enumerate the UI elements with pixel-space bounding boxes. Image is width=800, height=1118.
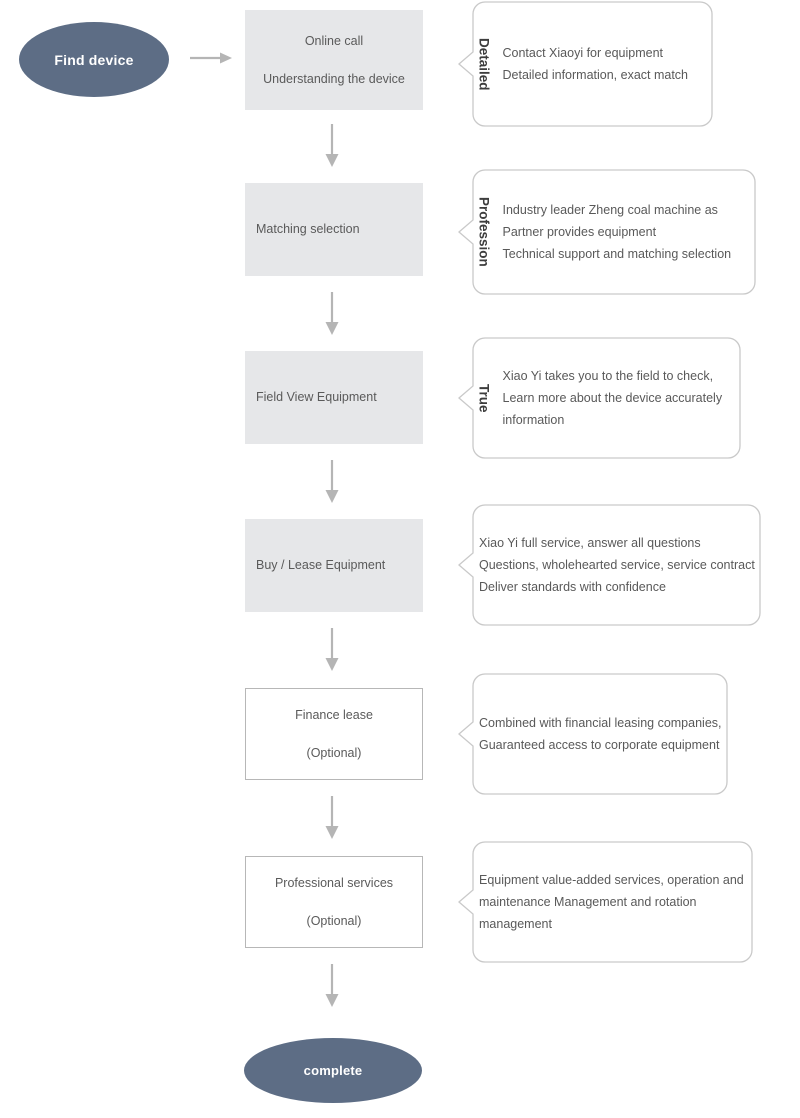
callout-text-line: Learn more about the device accurately: [502, 390, 723, 405]
callout-text-line: Questions, wholehearted service, service…: [479, 557, 755, 572]
callout-text-line: Detailed information, exact match: [502, 68, 689, 82]
process-box-field-view-equipment[interactable]: Field View Equipment: [245, 351, 423, 444]
callout-text-line: Deliver standards with confidence: [479, 580, 666, 595]
callout-professional-services[interactable]: Equipment value-added services, operatio…: [458, 841, 753, 963]
callout-detailed[interactable]: Detailed Contact Xiaoyi for equipment De…: [458, 1, 713, 127]
arrow-down-icon: [320, 628, 344, 673]
callout-text-line: Xiao Yi takes you to the field to check,: [502, 368, 714, 383]
process-box-line-1: Buy / Lease Equipment: [256, 558, 386, 573]
callout-vertical-label: Profession: [476, 197, 492, 267]
callout-text: Combined with financial leasing companie…: [479, 712, 727, 757]
process-box-matching-selection[interactable]: Matching selection: [245, 183, 423, 276]
process-box-finance-lease[interactable]: Finance lease (Optional): [245, 688, 423, 780]
callout-text-line: Partner provides equipment: [502, 224, 657, 239]
process-box-line-1: Field View Equipment: [256, 390, 377, 405]
arrow-down-icon: [320, 460, 344, 505]
callout-finance-lease[interactable]: Combined with financial leasing companie…: [458, 673, 728, 795]
callout-text: Equipment value-added services, operatio…: [479, 869, 752, 936]
callout-text-line: Equipment value-added services, operatio…: [479, 872, 744, 887]
callout-text: Xiao Yi takes you to the field to check,…: [503, 365, 741, 432]
callout-text-line: Contact Xiaoyi for equipment: [502, 45, 664, 60]
arrow-down-icon: [320, 292, 344, 337]
process-box-online-call[interactable]: Online call Understanding the device: [245, 10, 423, 110]
arrow-down-icon: [320, 964, 344, 1009]
callout-buy-lease[interactable]: Xiao Yi full service, answer all questio…: [458, 504, 761, 626]
callout-text: Industry leader Zheng coal machine as Pa…: [503, 199, 756, 266]
callout-text-line: maintenance Management and rotation: [479, 894, 697, 909]
start-terminator[interactable]: Find device: [19, 22, 169, 97]
callout-text-line: management: [479, 917, 552, 932]
end-terminator[interactable]: complete: [244, 1038, 422, 1103]
callout-vertical-label: Detailed: [476, 37, 492, 91]
arrow-right-icon: [190, 50, 234, 66]
callout-text-line: Xiao Yi full service, answer all questio…: [479, 535, 701, 550]
process-box-line-1: Matching selection: [256, 222, 360, 237]
process-box-professional-services[interactable]: Professional services (Optional): [245, 856, 423, 948]
callout-text: Contact Xiaoyi for equipment Detailed in…: [503, 42, 713, 87]
process-box-line-2: Understanding the device: [263, 72, 405, 86]
callout-text-line: information: [502, 413, 565, 428]
end-terminator-label: complete: [303, 1063, 363, 1078]
arrow-down-icon: [320, 796, 344, 841]
callout-text: Xiao Yi full service, answer all questio…: [479, 532, 760, 599]
callout-vertical-label: True: [476, 383, 492, 413]
callout-text-line: Technical support and matching selection: [502, 247, 732, 262]
callout-text-line: Industry leader Zheng coal machine as: [502, 202, 718, 217]
process-box-line-2: (Optional): [306, 914, 362, 928]
process-box-line-2: (Optional): [306, 746, 362, 760]
callout-profession[interactable]: Profession Industry leader Zheng coal ma…: [458, 169, 756, 295]
callout-text-line: Guaranteed access to corporate equipment: [479, 738, 720, 752]
callout-text-line: Combined with financial leasing companie…: [479, 715, 722, 730]
start-terminator-label: Find device: [54, 51, 134, 68]
process-box-line-1: Online call: [304, 33, 364, 48]
process-box-line-1: Professional services: [274, 875, 394, 890]
callout-true[interactable]: True Xiao Yi takes you to the field to c…: [458, 337, 741, 459]
process-box-buy-lease-equipment[interactable]: Buy / Lease Equipment: [245, 519, 423, 612]
process-box-line-1: Finance lease: [295, 707, 373, 722]
arrow-down-icon: [320, 124, 344, 169]
